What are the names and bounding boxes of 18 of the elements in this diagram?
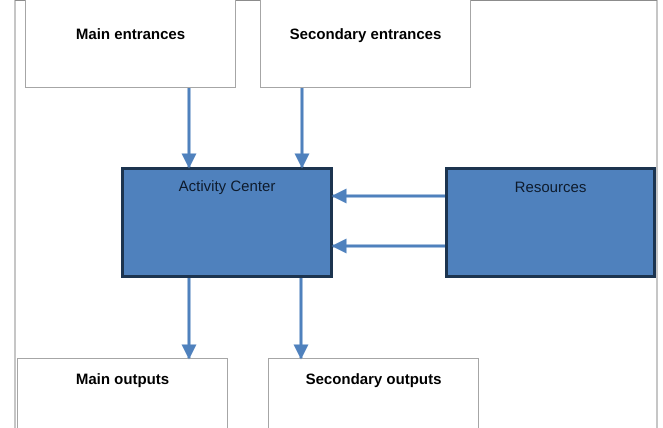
resource-box bbox=[445, 167, 656, 278]
arrow bbox=[332, 188, 445, 204]
box-label: Main entrances bbox=[76, 26, 186, 43]
arrow bbox=[182, 278, 196, 360]
input-box bbox=[260, 0, 471, 88]
box-label: Main outputs bbox=[76, 371, 170, 388]
box-label: Activity Center bbox=[178, 178, 276, 195]
arrow bbox=[332, 238, 445, 254]
output-box bbox=[17, 358, 228, 428]
output-box bbox=[268, 358, 479, 428]
box-label: Resources bbox=[514, 179, 586, 196]
input-box bbox=[25, 0, 236, 88]
arrow bbox=[294, 278, 308, 360]
arrow bbox=[182, 88, 196, 168]
process-box bbox=[121, 167, 333, 278]
box-label: Secondary outputs bbox=[306, 371, 442, 388]
box-label: Secondary entrances bbox=[290, 26, 442, 43]
arrow bbox=[294, 88, 310, 168]
